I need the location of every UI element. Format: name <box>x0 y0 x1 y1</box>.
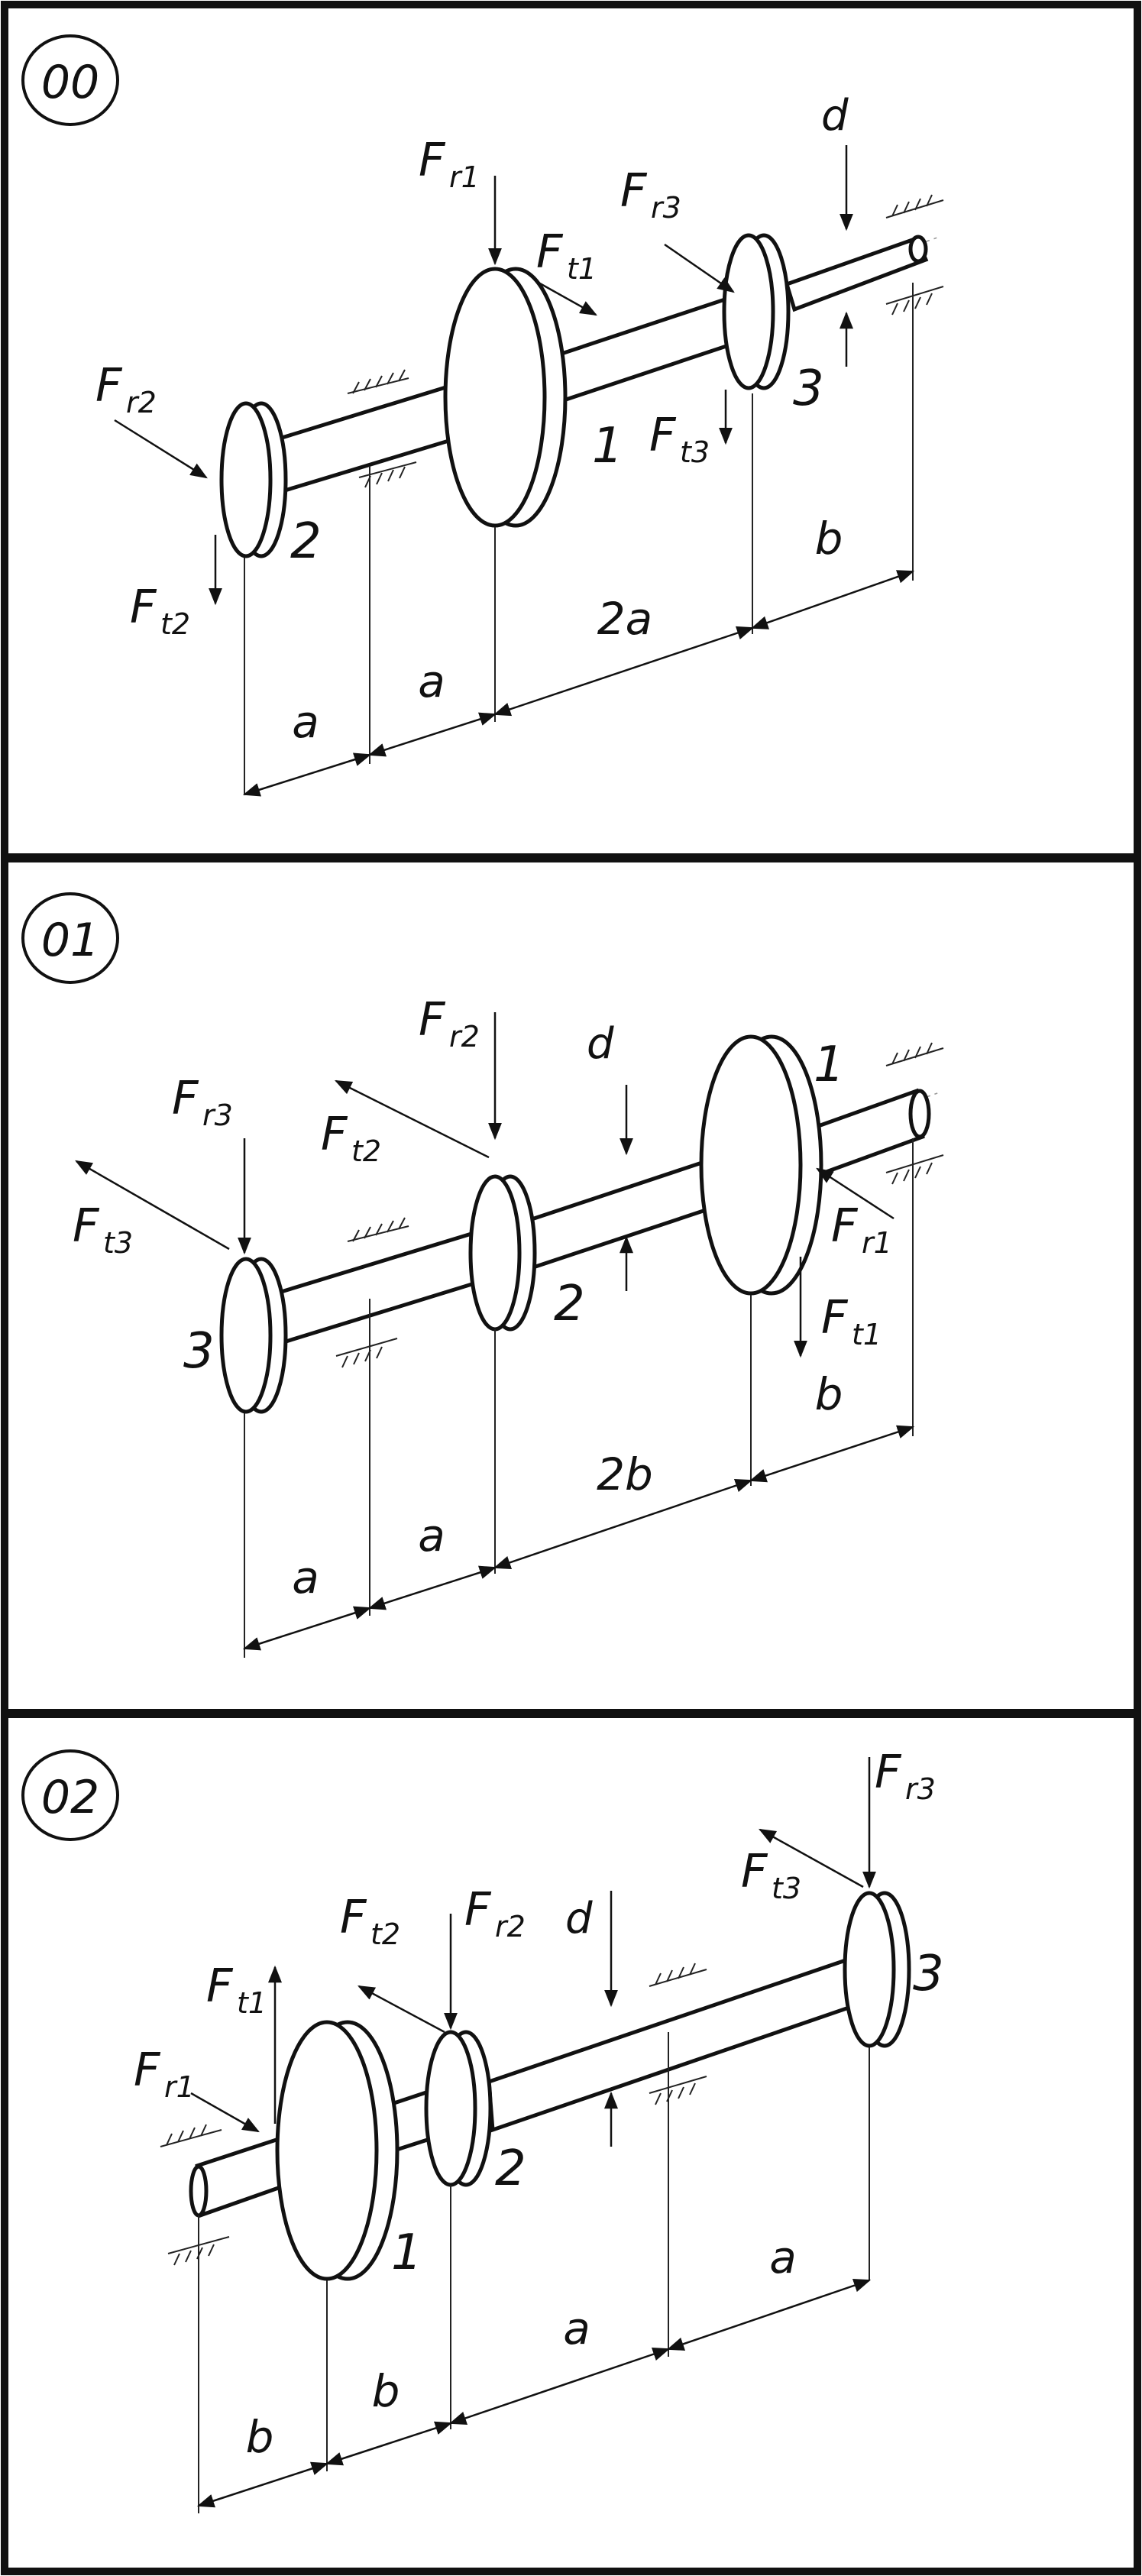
dim-d: d <box>821 91 849 141</box>
svg-text:F: F <box>464 1883 492 1937</box>
gear-label-1: 1 <box>391 2225 422 2281</box>
svg-text:r3: r3 <box>905 1772 936 1806</box>
panel-number-badge <box>21 1749 119 1841</box>
dim-a: a <box>292 696 319 748</box>
gear-label-2: 2 <box>554 1276 585 1332</box>
svg-text:F: F <box>649 409 677 462</box>
panel-01: 01 <box>21 892 944 1658</box>
svg-text:F: F <box>130 581 157 634</box>
panel-number: 00 <box>41 56 99 109</box>
dim-a: a <box>563 2303 590 2354</box>
svg-text:t3: t3 <box>772 1872 801 1905</box>
svg-text:t2: t2 <box>370 1917 400 1951</box>
svg-text:r3: r3 <box>651 191 681 225</box>
dim-d: d <box>565 1894 593 1943</box>
svg-text:r2: r2 <box>449 1020 480 1053</box>
dim-b: b <box>246 2411 274 2463</box>
dim-d: d <box>587 1019 614 1069</box>
svg-text:F: F <box>95 359 123 413</box>
panel-number: 01 <box>41 914 99 967</box>
dim-b: b <box>372 2365 400 2417</box>
gear-label-3: 3 <box>913 1946 944 2002</box>
svg-text:r2: r2 <box>126 386 157 419</box>
panel-02: 02 <box>21 1746 944 2513</box>
dim-2a: 2a <box>597 593 652 645</box>
svg-text:F: F <box>831 1199 859 1253</box>
dim-a: a <box>292 1552 319 1604</box>
svg-text:t1: t1 <box>852 1318 882 1351</box>
svg-text:F: F <box>536 225 564 279</box>
svg-text:F: F <box>206 1960 234 2013</box>
svg-text:t2: t2 <box>160 607 190 641</box>
panel-number: 02 <box>41 1771 99 1824</box>
svg-text:t1: t1 <box>567 252 597 286</box>
dim-b: b <box>815 513 843 565</box>
svg-text:F: F <box>821 1291 849 1345</box>
dim-a: a <box>418 1510 445 1561</box>
svg-text:F: F <box>875 1746 902 1799</box>
dim-b: b <box>815 1368 843 1420</box>
svg-text:F: F <box>134 2044 161 2097</box>
svg-text:F: F <box>419 993 446 1047</box>
gear-label-3: 3 <box>183 1323 215 1380</box>
gear-label-3: 3 <box>793 361 824 417</box>
dim-2b: 2b <box>597 1448 653 1500</box>
svg-text:r1: r1 <box>164 2070 195 2104</box>
dim-a: a <box>769 2231 797 2283</box>
svg-text:r1: r1 <box>449 160 480 194</box>
gear-label-1: 1 <box>592 418 623 474</box>
gear-label-2: 2 <box>495 2141 526 2197</box>
gear-label-2: 2 <box>290 513 322 570</box>
svg-text:F: F <box>321 1108 348 1161</box>
svg-text:F: F <box>73 1199 100 1253</box>
svg-text:F: F <box>741 1845 768 1898</box>
svg-text:r1: r1 <box>862 1226 892 1260</box>
svg-text:t3: t3 <box>103 1226 133 1260</box>
svg-text:F: F <box>620 164 648 218</box>
svg-text:t3: t3 <box>680 435 710 469</box>
svg-text:r3: r3 <box>202 1099 233 1132</box>
panel-number-badge <box>21 892 119 984</box>
panel-number-badge <box>21 34 119 126</box>
dim-a: a <box>418 655 445 707</box>
svg-text:r2: r2 <box>495 1910 526 1943</box>
panel-00: 00 <box>21 34 944 797</box>
svg-text:F: F <box>172 1072 199 1125</box>
svg-text:t1: t1 <box>237 1986 267 2020</box>
svg-text:F: F <box>340 1891 367 1944</box>
svg-text:t2: t2 <box>351 1134 381 1168</box>
svg-text:F: F <box>419 134 446 187</box>
gear-label-1: 1 <box>814 1037 845 1093</box>
